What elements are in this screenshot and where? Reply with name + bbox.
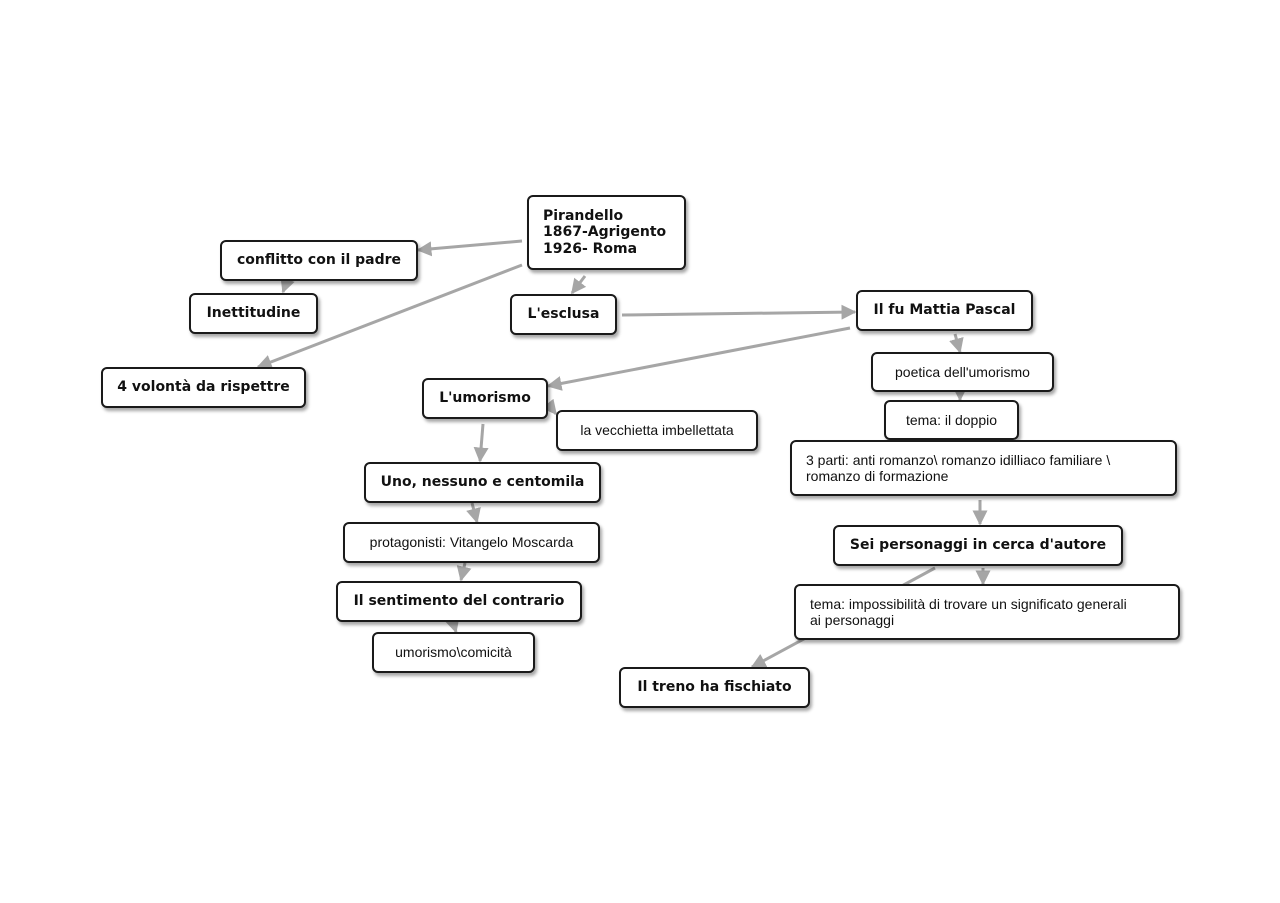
edge-esclusa-to-mattia (621, 304, 857, 320)
edge-pirandello-to-conflitto (416, 239, 523, 257)
node-3-parti: 3 parti: anti romanzo\ romanzo idilliaco… (790, 440, 1177, 496)
edge-uno-to-protagonisti (466, 502, 481, 524)
node-l-esclusa: L'esclusa (510, 294, 617, 335)
node-umorismo-comicita: umorismo\comicità (372, 632, 535, 673)
node-pirandello: Pirandello 1867-Agrigento 1926- Roma (527, 195, 686, 270)
node-poetica-dell-umorismo: poetica dell'umorismo (871, 352, 1054, 392)
edge-pirandello-to-esclusa (570, 275, 587, 295)
edge-protagonisti-to-sentimento (456, 562, 472, 582)
node-4-volonta: 4 volontà da rispettre (101, 367, 306, 408)
node-il-fu-mattia-pascal: Il fu Mattia Pascal (856, 290, 1033, 331)
node-il-sentimento-del-contrario: Il sentimento del contrario (336, 581, 582, 622)
node-l-umorismo: L'umorismo (422, 378, 548, 419)
edge-sentimento-to-comicita (444, 616, 460, 634)
edge-pirandello-to-volonta (256, 263, 523, 370)
edge-mattia-to-umorismo (546, 326, 851, 391)
node-tema-il-doppio: tema: il doppio (884, 400, 1019, 440)
node-protagonisti: protagonisti: Vitangelo Moscarda (343, 522, 600, 563)
node-sei-personaggi: Sei personaggi in cerca d'autore (833, 525, 1123, 566)
node-il-treno-ha-fischiato: Il treno ha fischiato (619, 667, 810, 708)
node-la-vecchietta: la vecchietta imbellettata (556, 410, 758, 451)
node-inettitudine: Inettitudine (189, 293, 318, 334)
edge-conflitto-to-inettitudine (280, 276, 295, 294)
node-uno-nessuno-centomila: Uno, nessuno e centomila (364, 462, 601, 503)
edge-umorismo-to-uno (473, 423, 489, 463)
edge-umorismo-to-vecchietta (541, 398, 558, 416)
node-tema-impossibilita: tema: impossibilità di trovare un signif… (794, 584, 1180, 640)
node-conflitto-con-il-padre: conflitto con il padre (220, 240, 418, 281)
edge-mattia-to-poetica (949, 333, 964, 354)
